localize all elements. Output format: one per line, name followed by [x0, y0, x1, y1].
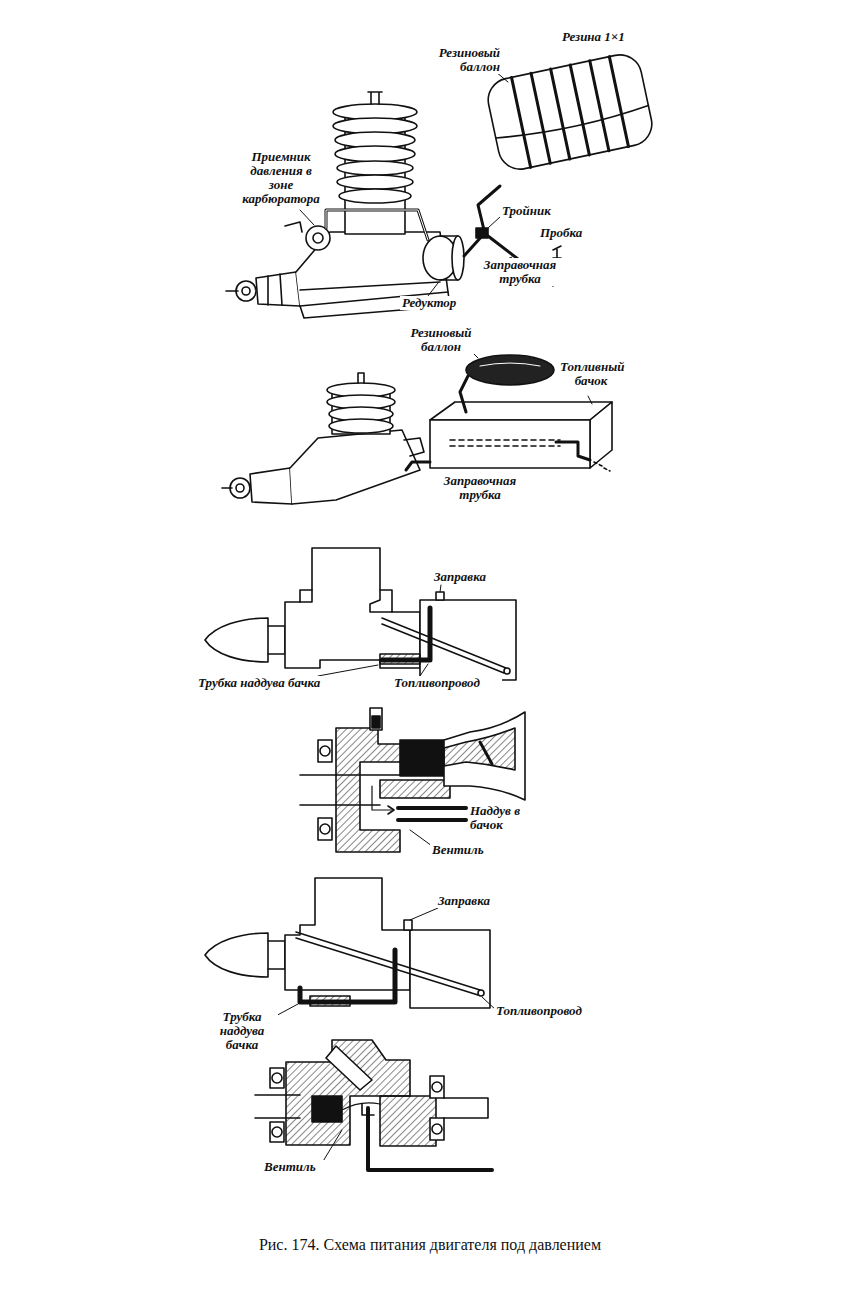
part-label: Вентиль — [262, 1160, 342, 1174]
schematic-fig3 — [205, 548, 516, 680]
figure-caption: Рис. 174. Схема питания двигателя под да… — [190, 1236, 670, 1254]
part-label: Редуктор — [400, 296, 484, 310]
part-label: Тройник — [500, 204, 570, 218]
part-label: Заправочная трубка — [438, 474, 522, 502]
part-label: Резиновый баллон — [404, 326, 478, 354]
part-label: Заправка — [436, 894, 516, 908]
part-label: Вентиль — [430, 843, 510, 857]
part-label: Топливопровод — [494, 1004, 604, 1018]
part-label: Трубка наддува бачка — [206, 1010, 278, 1052]
part-label: Заправка — [432, 570, 512, 584]
part-label: Резиновый баллон — [428, 46, 502, 74]
engine-fig2 — [222, 350, 612, 504]
part-label: Трубка наддува бачка — [196, 676, 336, 690]
part-label: Приемник давления в зоне карбюратора — [236, 150, 326, 206]
part-label: Наддув в бачок — [468, 804, 532, 832]
part-label: Топливопровод — [392, 676, 502, 690]
part-label: Резина 1×1 — [560, 30, 644, 44]
part-label: Пробка — [538, 226, 598, 240]
part-label: Заправочная трубка — [478, 258, 562, 286]
engine-fig1 — [226, 51, 656, 318]
part-label: Топливный бачок — [558, 360, 624, 388]
section-fig6 — [255, 1040, 492, 1170]
